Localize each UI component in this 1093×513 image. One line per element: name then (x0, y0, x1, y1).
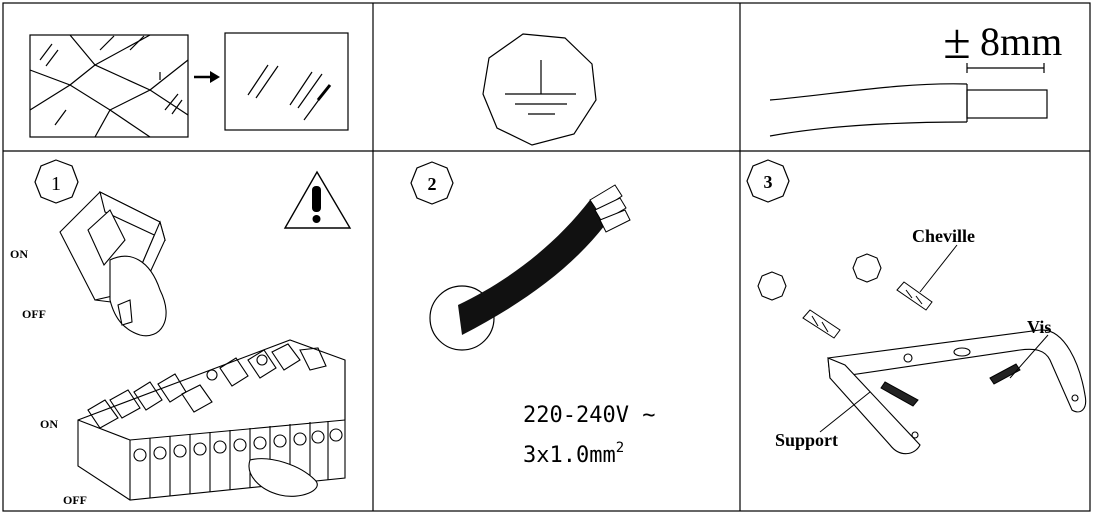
earth-ground-icon (482, 33, 597, 146)
switch-off-label: OFF (22, 307, 46, 321)
terminal-off-label: OFF (63, 493, 87, 507)
wall-holes (757, 253, 882, 301)
switch-with-hand (59, 190, 167, 337)
wall-plug-icon (802, 281, 933, 339)
svg-text:1: 1 (51, 173, 61, 195)
svg-text:3: 3 (764, 172, 773, 192)
voltage-label: 220-240V ~ (523, 403, 655, 428)
cable-section-label: 3x1.0mm2 (523, 440, 624, 468)
plus-minus-sign: ± (943, 13, 970, 69)
terminal-block (77, 339, 346, 501)
step-3-marker: 3 (746, 159, 790, 203)
step-1-marker: 1 (34, 159, 79, 204)
screw-icon (880, 363, 1021, 407)
cheville-label: Cheville (912, 226, 975, 246)
broken-glass-icon (29, 34, 189, 138)
label-leaders (819, 244, 1049, 433)
support-label: Support (775, 430, 838, 450)
vis-label: Vis (1027, 317, 1051, 337)
cable-figure (429, 184, 631, 351)
terminal-on-label: ON (40, 417, 58, 431)
cable-strip-figure (769, 63, 1048, 137)
switch-on-label: ON (10, 247, 28, 261)
bracket-support (827, 329, 1087, 455)
warning-icon (283, 170, 352, 229)
strip-length-label: 8mm (980, 19, 1062, 64)
step-2-marker: 2 (410, 161, 454, 205)
svg-text:2: 2 (428, 174, 437, 194)
arrow-right-icon (194, 71, 220, 83)
new-glass-icon (224, 32, 349, 131)
